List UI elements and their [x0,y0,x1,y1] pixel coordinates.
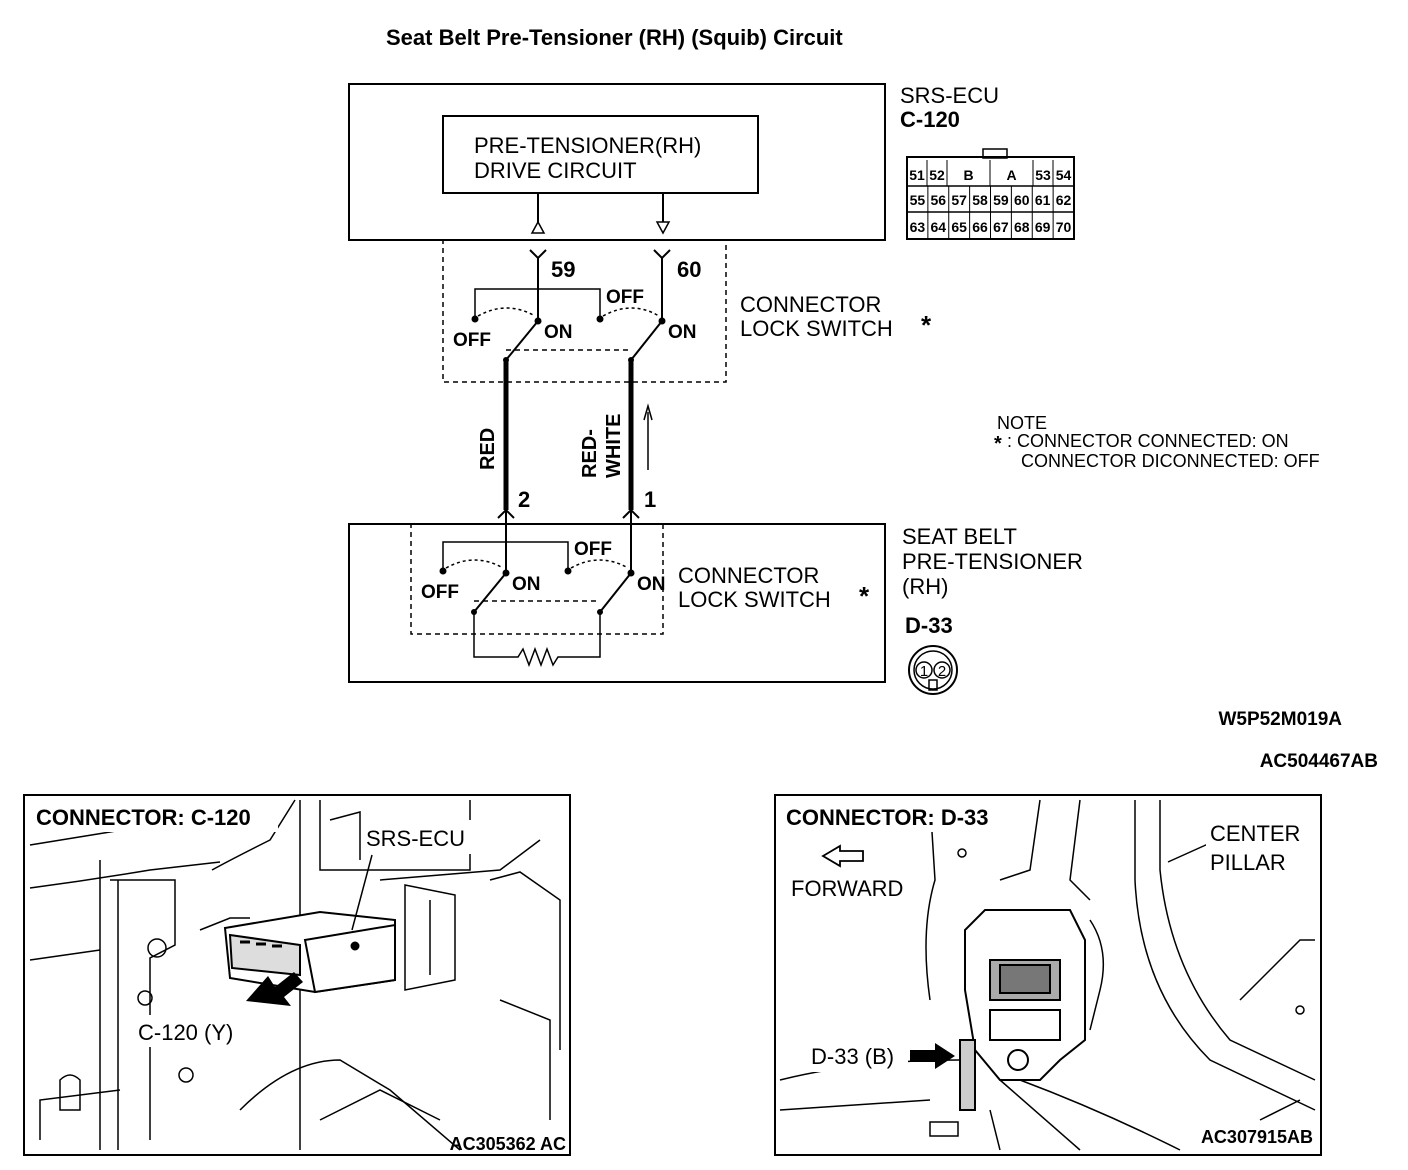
d33-label-forward: FORWARD [791,876,903,901]
drive-circuit-line2: DRIVE CIRCUIT [474,158,637,183]
d33-panel-title: CONNECTOR: D-33 [786,805,989,830]
d33-pin-1: 1 [920,663,928,680]
terminal-2: 2 [518,487,530,512]
c120-pin-label: 66 [972,219,988,235]
c120-pin-label: 52 [929,167,945,183]
connector-c120-panel: SRS-ECU CONNECTOR: C-120 C-120 (Y) AC305… [23,794,571,1156]
drive-circuit-box [442,115,759,194]
d33-label-pillar-2: PILLAR [1210,850,1286,875]
d33-panel-code: AC307915AB [1201,1127,1313,1147]
drive-circuit-line1: PRE-TENSIONER(RH) [474,133,701,158]
c120-pin-label: 51 [909,167,925,183]
lower-on-left: ON [512,574,541,595]
lower-lock-switch-mark: * [859,581,870,611]
output-up-triangle-icon [530,220,546,234]
c120-pin-label: B [963,167,973,183]
pretensioner-box: OFF ON OFF ON [348,508,886,683]
upper-on-left: ON [544,322,573,343]
output-down-triangle-icon [655,221,671,235]
d33-label-pillar-1: CENTER [1210,821,1300,846]
srs-ecu-unit [223,910,396,994]
pretensioner-line3: (RH) [902,574,948,599]
d33-label-connector: D-33 (B) [811,1044,894,1069]
pretensioner-connector-id: D-33 [905,613,953,638]
pretensioner-line2: PRE-TENSIONER [902,549,1083,574]
c120-pin-label: 63 [910,219,926,235]
note-heading: NOTE [997,413,1047,433]
c120-pin-label: 70 [1056,219,1072,235]
c120-pin-label: 65 [951,219,967,235]
c120-label-connector: C-120 (Y) [138,1020,233,1045]
squib-resistor-icon [473,612,601,668]
d33-arrow-icon [910,1043,955,1069]
diagram-code: W5P52M019A [1218,709,1342,730]
c120-pin-label: 62 [1056,192,1072,208]
c120-pin-label: A [1006,167,1016,183]
lower-lock-switch-line1: CONNECTOR [678,563,819,588]
c120-pin-label: 54 [1056,167,1072,183]
c120-pin-label: 58 [972,192,988,208]
forward-arrow-icon [821,844,864,868]
lower-lock-switch-line2: LOCK SWITCH [678,587,831,612]
ecu-name: SRS-ECU [900,83,999,108]
c120-panel-title: CONNECTOR: C-120 [36,805,251,830]
d33-connector-face: 1 2 [908,645,958,695]
pillar-line-art [779,799,1316,1151]
c120-pin-label: 68 [1014,219,1030,235]
lower-off-right: OFF [574,539,612,560]
harness-wires [503,360,653,510]
note-mark: * [994,433,1002,455]
upper-off-right: OFF [606,287,644,308]
c120-pin-label: 59 [993,192,1009,208]
upper-off-left: OFF [453,330,491,351]
c120-label-ecu: SRS-ECU [366,826,465,851]
c120-pin-label: 57 [951,192,967,208]
c120-pin-label: 55 [910,192,926,208]
c120-pin-label: 64 [931,219,947,235]
c120-pin-label: 56 [931,192,947,208]
d33-pin-2: 2 [938,663,946,680]
wire-color-red: RED [477,428,499,470]
upper-lock-switch-line2: LOCK SWITCH [740,316,893,341]
c120-pin-label: 61 [1035,192,1051,208]
diagram-title: Seat Belt Pre-Tensioner (RH) (Squib) Cir… [386,25,843,50]
c120-pin-label: 69 [1035,219,1051,235]
connector-d33-panel: FORWARD CENTER PILLAR CONNECTOR: D-33 D-… [774,794,1322,1156]
terminal-59: 59 [551,257,575,282]
upper-on-right: ON [668,322,697,343]
c120-pin-label: 60 [1014,192,1030,208]
connector-arrow-icon [246,972,303,1006]
terminal-60: 60 [677,257,701,282]
wire-color-red-white-1: RED- [579,429,601,478]
c120-panel-code: AC305362 AC [450,1134,566,1154]
figure-code: AC504467AB [1260,751,1378,772]
terminal-1: 1 [644,487,656,512]
pretensioner-unit [959,909,1086,1111]
srs-ecu-box: PRE-TENSIONER(RH) DRIVE CIRCUIT [348,83,886,241]
ecu-connector-id: C-120 [900,107,960,132]
upper-lock-switch-line1: CONNECTOR [740,292,881,317]
lower-on-right: ON [637,574,666,595]
upper-lock-switch: 59 60 OFF ON OFF ON [442,239,727,383]
lower-off-left: OFF [421,582,459,603]
c120-pin-label: 67 [993,219,1009,235]
note-line1: : CONNECTOR CONNECTED: ON [1007,431,1289,451]
note-line2: CONNECTOR DICONNECTED: OFF [1021,451,1320,471]
c120-pin-label: 53 [1035,167,1051,183]
pretensioner-line1: SEAT BELT [902,524,1017,549]
upper-lock-switch-mark: * [921,310,932,340]
wire-color-red-white-2: WHITE [603,414,625,478]
